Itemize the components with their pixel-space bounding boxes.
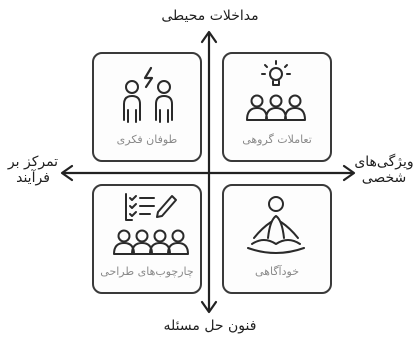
axis-label-bottom: فنون حل مسئله bbox=[163, 318, 257, 334]
axis-label-left-line2: فرآیند bbox=[16, 170, 50, 186]
quadrant-top-left-caption: طوفان فکری bbox=[116, 133, 178, 146]
quadrant-bottom-left-caption: چارچوب‌های طراحی bbox=[100, 265, 194, 278]
up-arrowhead bbox=[200, 30, 218, 44]
quadrant-top-left: طوفان فکری bbox=[92, 52, 202, 162]
meditation-icon bbox=[247, 196, 305, 254]
right-arrowhead bbox=[342, 164, 356, 182]
quadrant-top-right-caption: تعاملات گروهی bbox=[242, 133, 312, 146]
axis-label-right: ویژگی‌های شخصی bbox=[352, 154, 416, 186]
left-arrowhead bbox=[60, 164, 74, 182]
quadrant-bottom-right-caption: خودآگاهی bbox=[255, 265, 299, 278]
axis-label-top: مداخلات محیطی bbox=[161, 8, 259, 24]
quadrant-bottom-left: چارچوب‌های طراحی bbox=[92, 184, 202, 294]
axis-label-right-line2: شخصی bbox=[361, 170, 407, 186]
checklist-team-icon bbox=[113, 193, 189, 255]
axis-label-right-line1: ویژگی‌های bbox=[354, 154, 414, 170]
brainstorm-people-icon bbox=[123, 66, 173, 123]
axis-label-left: تمرکز بر فرآیند bbox=[2, 154, 64, 186]
quadrant-top-right: تعاملات گروهی bbox=[222, 52, 332, 162]
axis-label-left-line1: تمرکز بر bbox=[7, 154, 59, 170]
down-arrowhead bbox=[200, 300, 218, 314]
group-idea-icon bbox=[246, 60, 306, 121]
quadrant-bottom-right: خودآگاهی bbox=[222, 184, 332, 294]
